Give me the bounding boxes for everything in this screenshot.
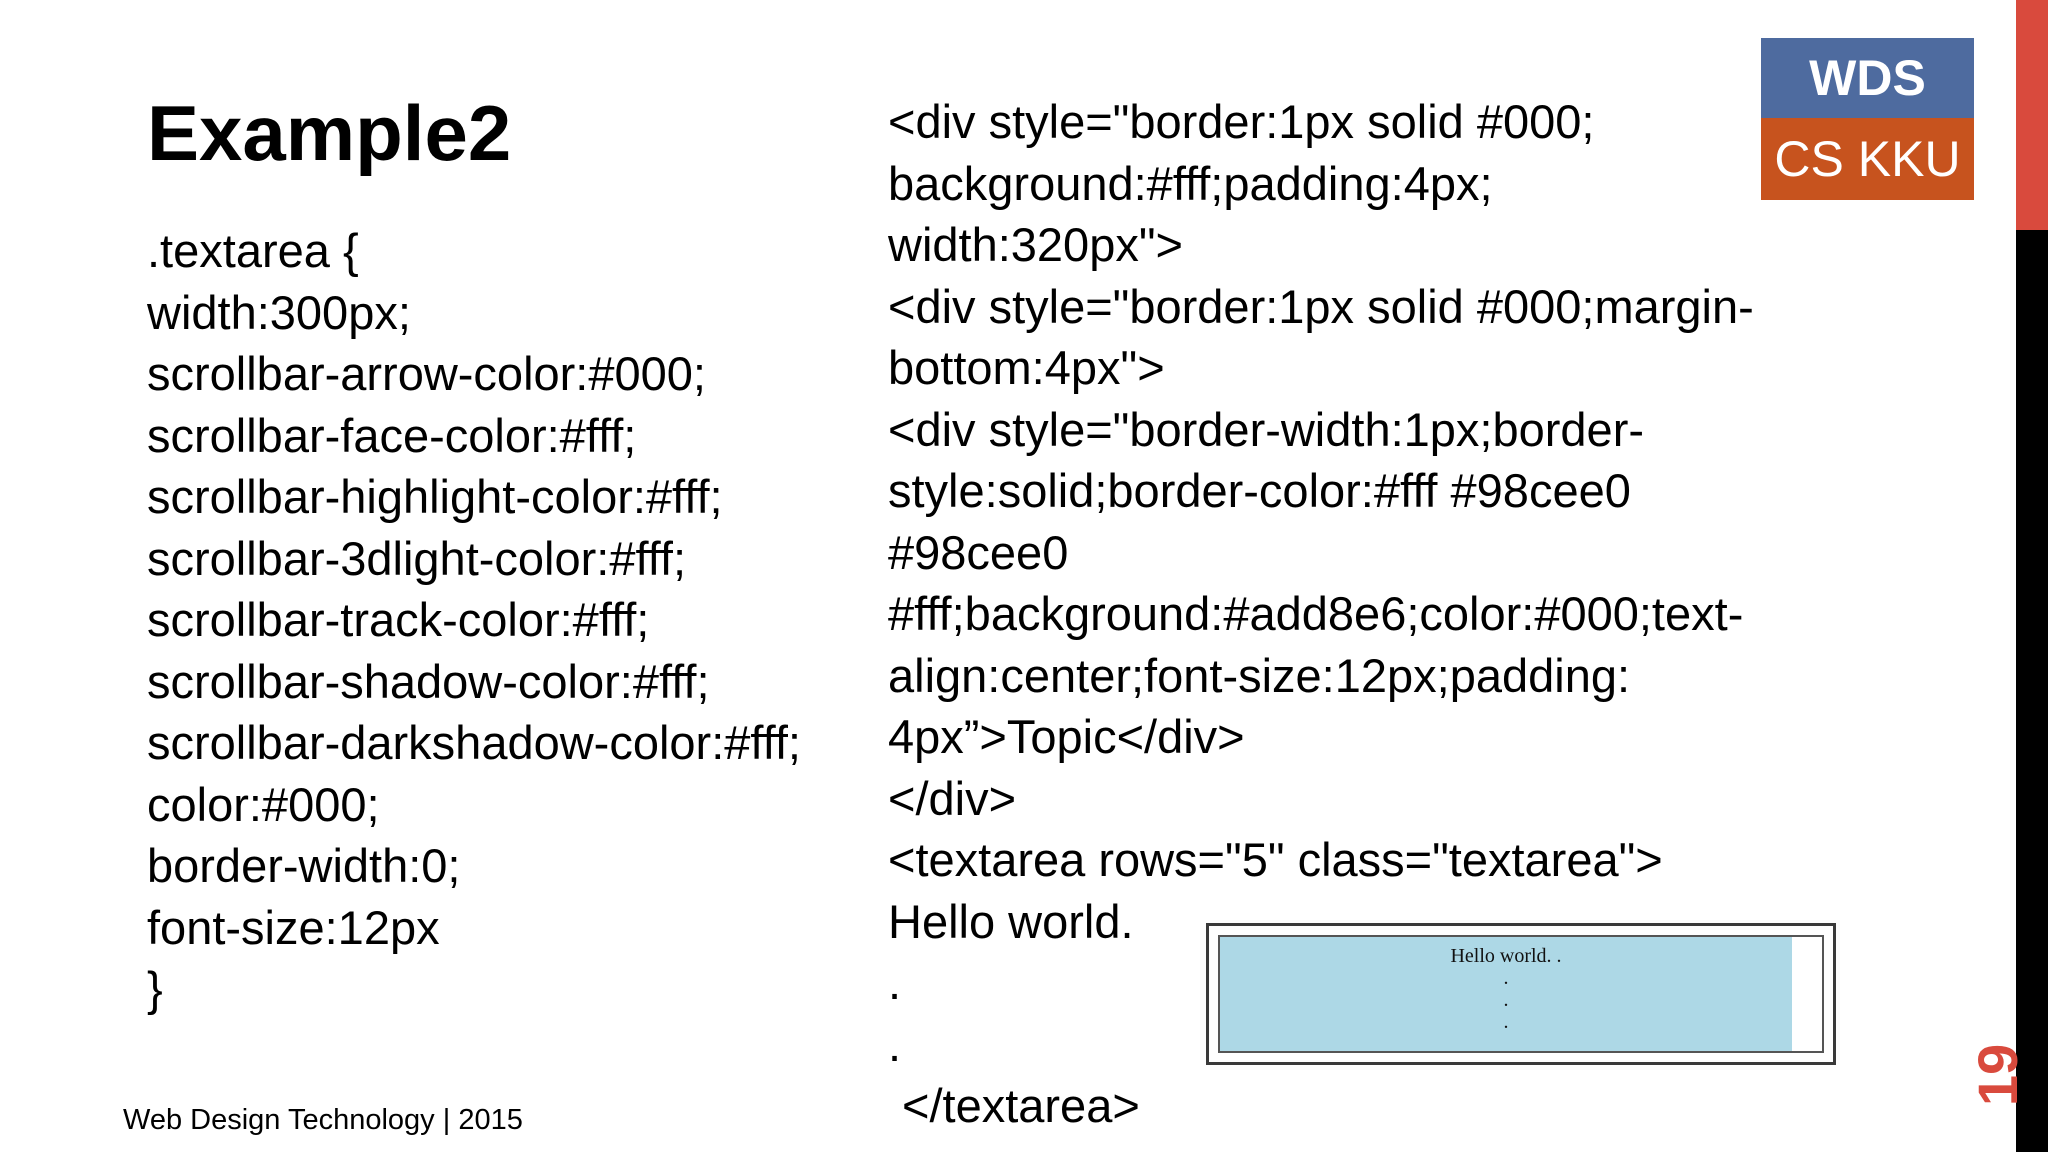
code-line: </textarea> bbox=[902, 1079, 1140, 1132]
code-line: . bbox=[888, 956, 902, 1009]
code-line: #98cee0 bbox=[888, 525, 1069, 579]
code-line: scrollbar-face-color:#fff; bbox=[147, 408, 637, 462]
sidebar-accent-red bbox=[2016, 0, 2048, 230]
code-line: bottom:4px"> bbox=[888, 341, 1165, 394]
code-line: </div> bbox=[888, 771, 1017, 825]
code-line: <div style="border-width:1px;border- bbox=[888, 402, 1644, 456]
preview-line: . bbox=[1503, 967, 1509, 989]
preview-line: . bbox=[1503, 989, 1509, 1011]
logo-top: WDS bbox=[1761, 38, 1974, 118]
code-line: <div style="border:1px solid #000; bbox=[888, 95, 1595, 148]
code-line: scrollbar-arrow-color:#000; bbox=[147, 347, 706, 400]
code-line: font-size:12px bbox=[147, 900, 440, 954]
css-code-block: .textarea { width:300px; scrollbar-arrow… bbox=[147, 220, 867, 1020]
code-line: style:solid;border-color:#fff #98cee0 bbox=[888, 464, 1631, 517]
code-line: scrollbar-shadow-color:#fff; bbox=[147, 654, 710, 708]
page-number: 19 bbox=[1966, 1043, 2029, 1107]
code-line: <textarea rows="5" class="textarea"> bbox=[888, 833, 1663, 886]
code-line: width:320px"> bbox=[888, 218, 1183, 271]
code-line: 4px”>Topic</div> bbox=[888, 710, 1245, 763]
code-line: border-width:0; bbox=[147, 839, 461, 892]
code-line: . bbox=[888, 1017, 902, 1071]
preview-line: Hello world. . bbox=[1450, 945, 1562, 967]
code-line: } bbox=[147, 962, 163, 1015]
code-line: scrollbar-highlight-color:#fff; bbox=[147, 470, 723, 523]
code-line: width:300px; bbox=[147, 285, 411, 339]
preview-frame: Hello world. . . . . bbox=[1218, 935, 1824, 1053]
logo-bottom: CS KKU bbox=[1761, 118, 1974, 200]
slide-title: Example2 bbox=[147, 89, 512, 177]
code-line: scrollbar-darkshadow-color:#fff; bbox=[147, 716, 801, 769]
textarea-preview: Hello world. . . . . bbox=[1206, 923, 1836, 1065]
code-line: align:center;font-size:12px;padding: bbox=[888, 648, 1631, 702]
code-line: Hello world. bbox=[888, 894, 1134, 948]
preview-textarea[interactable]: Hello world. . . . . bbox=[1220, 937, 1792, 1051]
preview-scrollbar[interactable] bbox=[1792, 937, 1822, 1051]
code-line: background:#fff;padding:4px; bbox=[888, 156, 1493, 210]
wds-logo: WDS CS KKU bbox=[1761, 38, 1974, 200]
preview-line: . bbox=[1503, 1011, 1509, 1033]
code-line: .textarea { bbox=[147, 224, 359, 277]
code-line: <div style="border:1px solid #000;margin… bbox=[888, 279, 1754, 333]
code-line: #fff;background:#add8e6;color:#000;text- bbox=[888, 587, 1744, 640]
code-line: scrollbar-track-color:#fff; bbox=[147, 593, 650, 646]
footer-text: Web Design Technology | 2015 bbox=[123, 1104, 523, 1136]
sidebar-accent-black bbox=[2016, 230, 2048, 1152]
html-code-block: <div style="border:1px solid #000; backg… bbox=[888, 91, 1868, 1137]
code-line: color:#000; bbox=[147, 777, 380, 831]
code-line: scrollbar-3dlight-color:#fff; bbox=[147, 531, 687, 585]
